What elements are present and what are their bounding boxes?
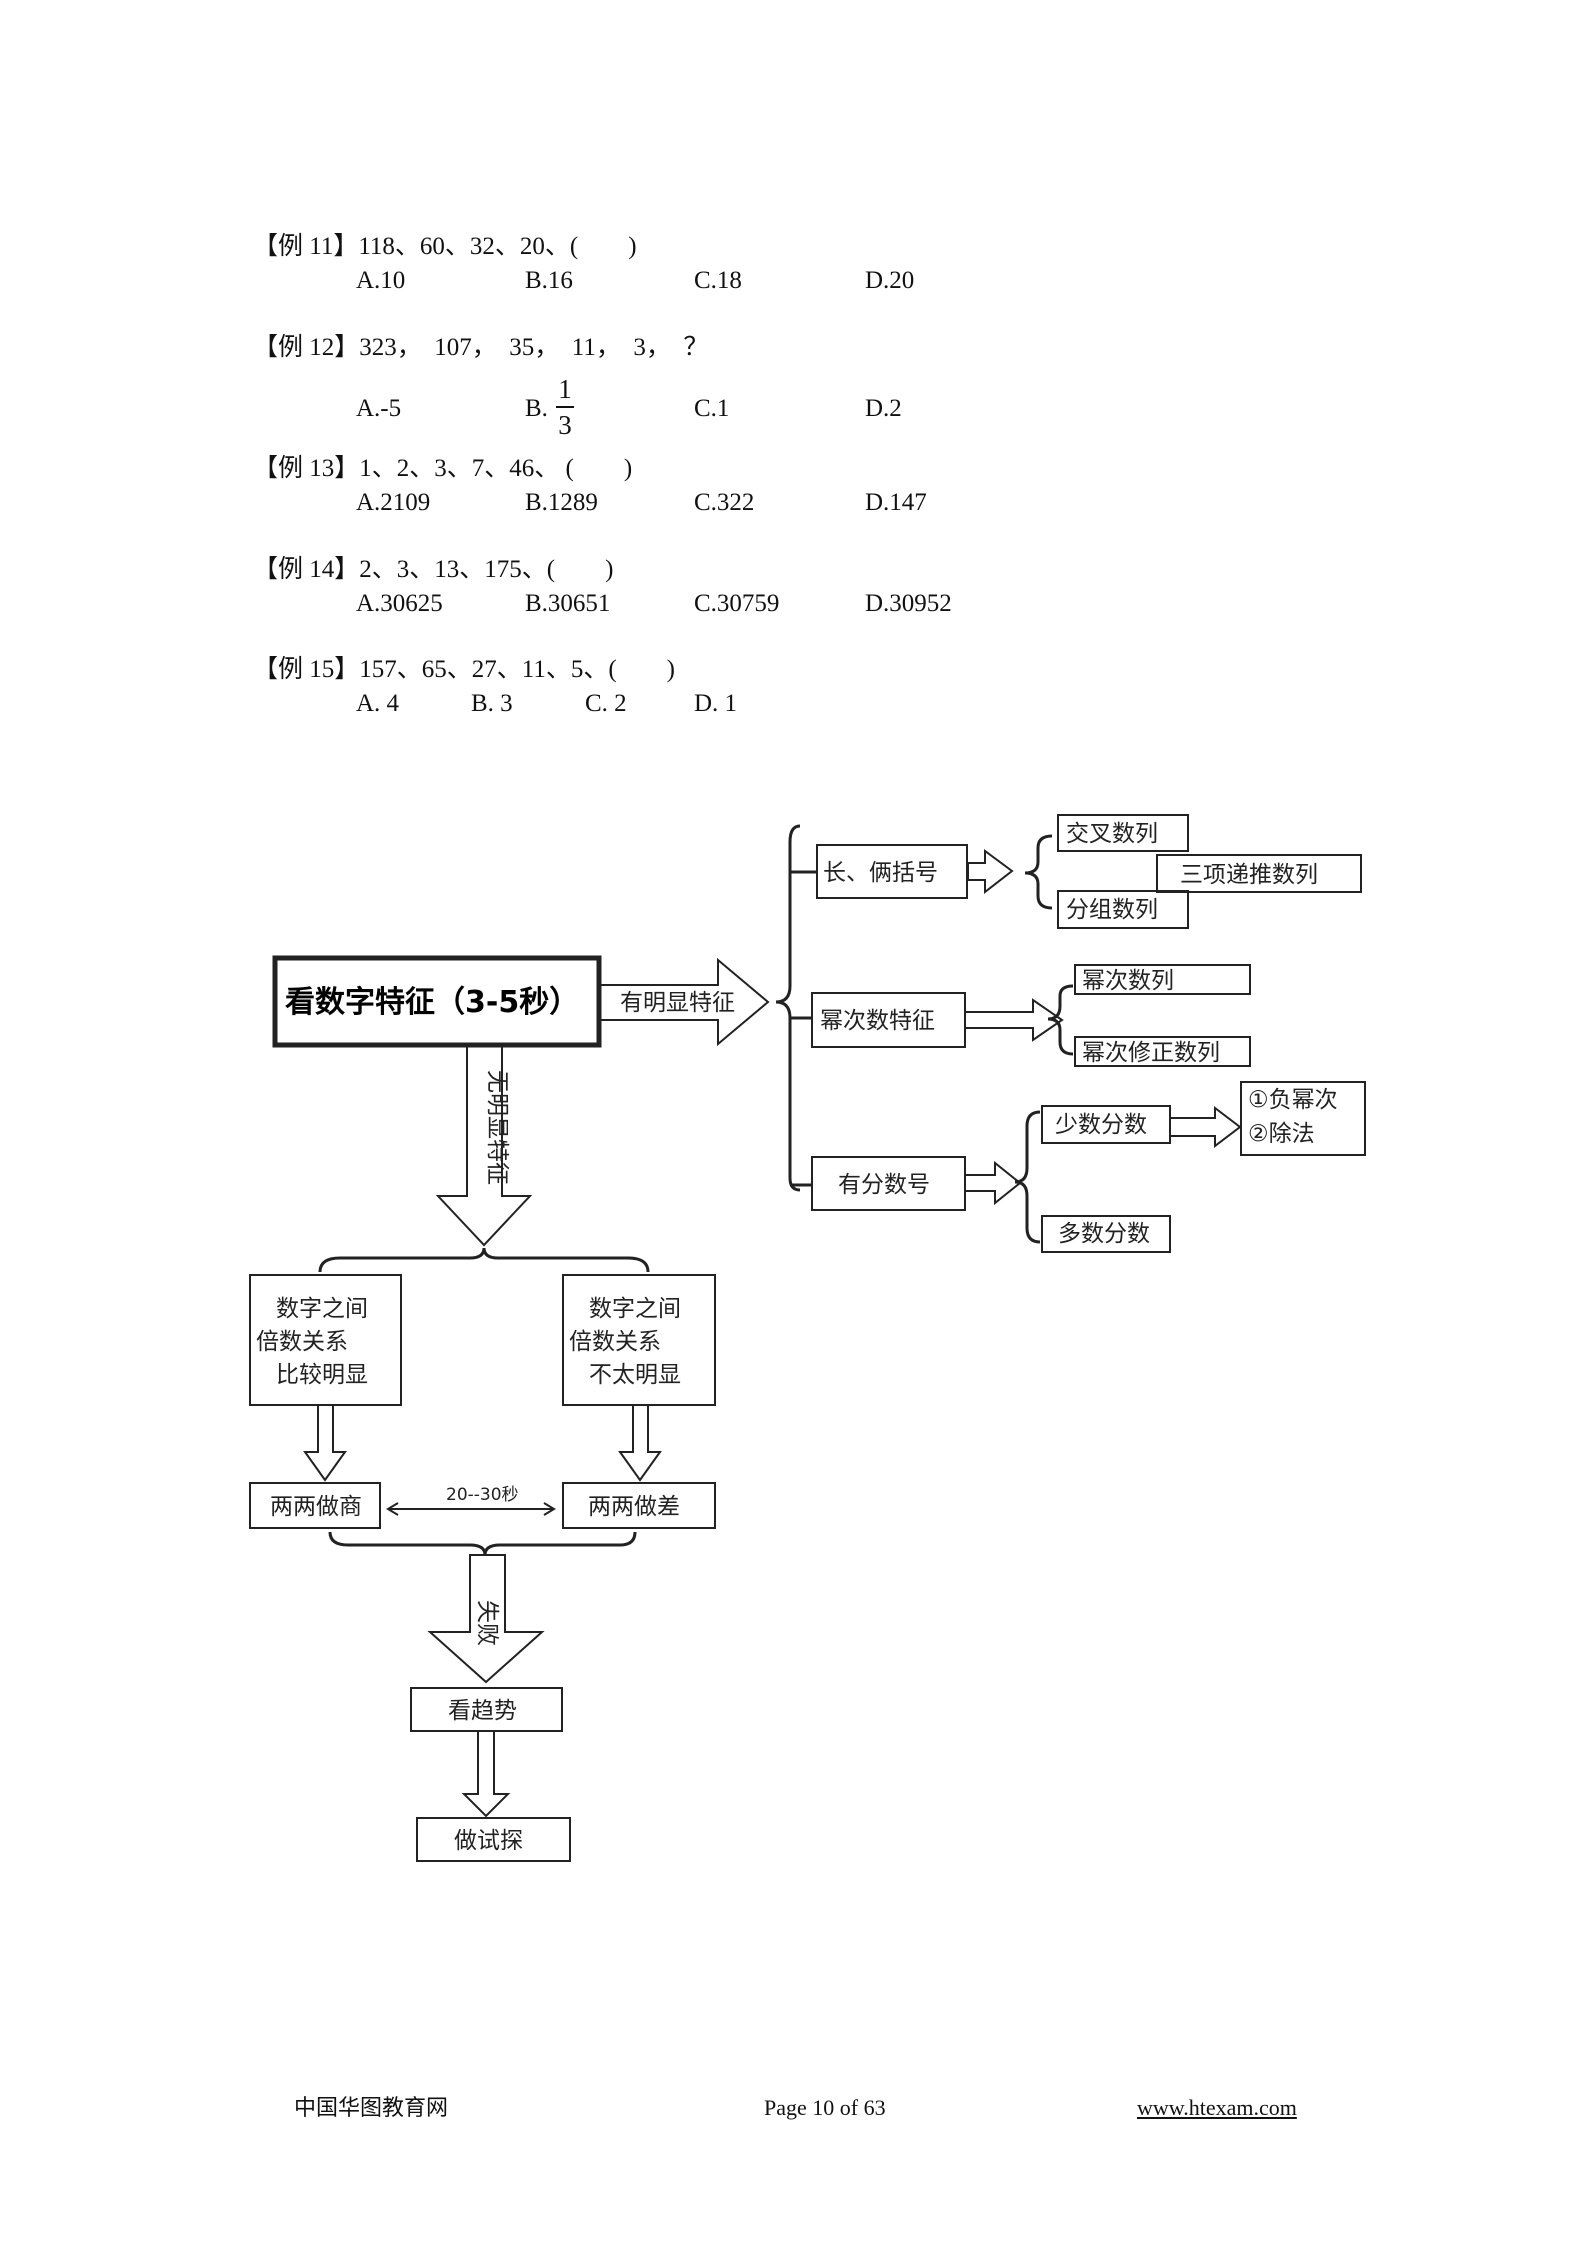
difference-box xyxy=(562,1482,716,1529)
option-d: D.30952 xyxy=(865,590,952,617)
option-c: C.322 xyxy=(694,489,755,516)
left-condition-line-1: 数字之间 xyxy=(276,1296,368,1322)
few-fractions-label: 少数分数 xyxy=(1055,1112,1147,1138)
quotient-label: 两两做商 xyxy=(270,1494,362,1520)
option-a: A.10 xyxy=(356,267,406,294)
difference-label: 两两做差 xyxy=(588,1494,680,1520)
brackets-arrow xyxy=(967,849,1014,895)
option-d: D. 1 xyxy=(694,690,738,717)
option-c: C.30759 xyxy=(694,590,780,617)
right-condition-line-3: 不太明显 xyxy=(589,1362,681,1388)
right-condition-line-1: 数字之间 xyxy=(589,1296,681,1322)
option-b: B.1289 xyxy=(525,489,598,516)
many-fractions-box xyxy=(1041,1215,1171,1253)
question-stem: 【例 12】323， 107， 35， 11， 3， ？ xyxy=(253,334,709,361)
option-b: B.16 xyxy=(525,267,573,294)
question-stem: 【例 15】157、65、27、11、5、( ) xyxy=(253,656,675,683)
not-obvious-arrow xyxy=(435,1045,533,1247)
option-c: C.18 xyxy=(694,267,742,294)
power-series-box xyxy=(1074,964,1251,995)
option-d: D.147 xyxy=(865,489,927,516)
left-down-arrow xyxy=(303,1404,347,1482)
option-a: A. 4 xyxy=(356,690,400,717)
start-label: 看数字特征（3-5秒） xyxy=(285,985,579,1020)
interleave-box xyxy=(1057,814,1189,852)
left-condition-line-2: 倍数关系 xyxy=(256,1329,348,1355)
question-stem: 【例 11】118、60、32、20、( ) xyxy=(253,233,637,260)
trial-box xyxy=(416,1817,571,1862)
not-obvious-label: 无明显特征 xyxy=(484,1070,510,1185)
brackets-label: 长、俩括号 xyxy=(823,860,938,886)
power-corrected-box xyxy=(1074,1036,1251,1067)
obvious-label: 有明显特征 xyxy=(620,990,735,1016)
group-label: 分组数列 xyxy=(1066,897,1158,923)
option-b: B. 3 xyxy=(471,690,513,717)
division-label: ②除法 xyxy=(1248,1121,1315,1147)
power-label: 幂次数特征 xyxy=(820,1008,935,1034)
power-arrow xyxy=(964,998,1064,1042)
option-a: A.-5 xyxy=(356,395,402,422)
few-fractions-arrow xyxy=(1169,1105,1242,1149)
time-label: 20--30秒 xyxy=(446,1485,519,1505)
fraction-label: 有分数号 xyxy=(838,1172,930,1198)
fraction-denominator: 3 xyxy=(558,410,572,440)
option-b: B. xyxy=(525,395,548,422)
quotient-box xyxy=(249,1482,381,1529)
lower-brace xyxy=(328,1531,637,1556)
question-stem: 【例 13】1、2、3、7、46、 ( ) xyxy=(253,455,633,482)
question-stem: 【例 14】2、3、13、175、( ) xyxy=(253,556,614,583)
power-corrected-label: 幂次修正数列 xyxy=(1082,1040,1220,1066)
three-term-box xyxy=(1156,854,1362,893)
right-down-arrow xyxy=(618,1404,662,1482)
option-d: D.20 xyxy=(865,267,915,294)
right-condition-line-2: 倍数关系 xyxy=(569,1329,661,1355)
fraction-cases-box xyxy=(1240,1081,1366,1156)
fraction-bar xyxy=(556,406,574,408)
option-d: D.2 xyxy=(865,395,902,422)
group-box xyxy=(1057,890,1189,929)
footer-page-number: Page 10 of 63 xyxy=(764,2095,886,2120)
middle-brace xyxy=(318,1247,650,1273)
option-b: B.30651 xyxy=(525,590,611,617)
fraction-numerator: 1 xyxy=(558,374,572,404)
three-term-label: 三项递推数列 xyxy=(1180,862,1318,888)
option-a: A.2109 xyxy=(356,489,431,516)
footer-url[interactable]: www.htexam.com xyxy=(1137,2095,1297,2120)
trend-label: 看趋势 xyxy=(448,1698,517,1724)
neg-power-label: ①负幂次 xyxy=(1248,1087,1338,1113)
many-fractions-label: 多数分数 xyxy=(1058,1221,1150,1247)
trend-down-arrow xyxy=(461,1730,511,1818)
footer-site-name: 中国华图教育网 xyxy=(294,2095,449,2120)
power-series-label: 幂次数列 xyxy=(1082,968,1174,994)
fraction-one-third: 1 3 xyxy=(556,373,574,441)
big-brace xyxy=(775,824,801,1192)
interleave-label: 交叉数列 xyxy=(1066,821,1158,847)
fail-label: 失败 xyxy=(474,1600,500,1646)
option-a: A.30625 xyxy=(356,590,443,617)
option-c: C.1 xyxy=(694,395,730,422)
left-condition-line-3: 比较明显 xyxy=(276,1362,368,1388)
fraction-arrow xyxy=(964,1160,1022,1206)
trial-label: 做试探 xyxy=(454,1828,523,1854)
option-c: C. 2 xyxy=(585,690,627,717)
fail-arrow xyxy=(427,1554,545,1684)
obvious-arrow xyxy=(599,957,770,1047)
